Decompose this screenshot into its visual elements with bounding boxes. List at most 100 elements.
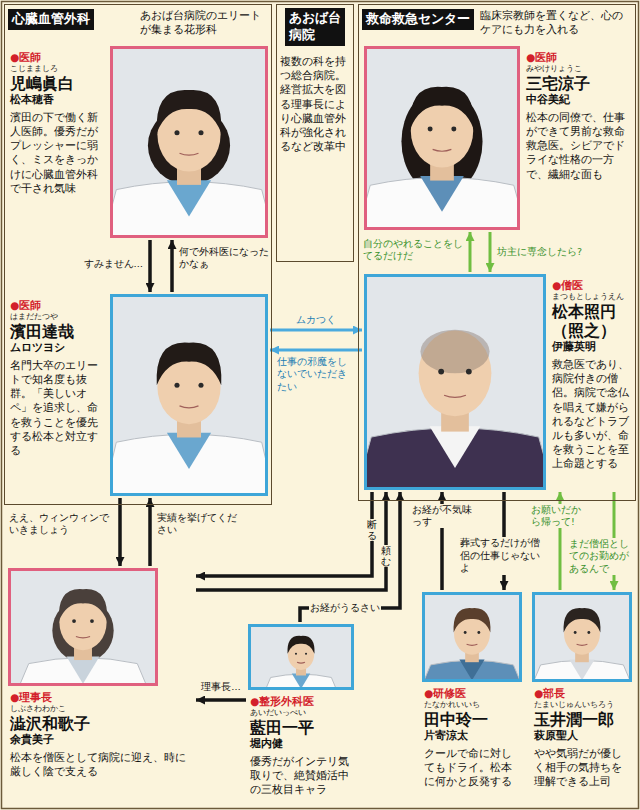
eye: [464, 631, 467, 634]
photo-frame: [424, 594, 521, 681]
character-name: 児嶋眞白: [10, 74, 106, 93]
relation-arrow: [196, 698, 246, 702]
text-column: ●医師こじまましろ児嶋眞白松本穂香濱田の下で働く新人医師。優秀だがプレッシャーに…: [10, 50, 106, 195]
relation-label: ムカつく: [295, 314, 337, 326]
text-column: 複数の科を持つ総合病院。経営拡大を図る理事長により心臓血管外科が強化されるなど改…: [280, 54, 350, 153]
collar: [66, 657, 99, 684]
portrait-photo: [364, 274, 546, 490]
character-card: ●整形外科医あいだいっぺい藍田一平堀内健優秀だがインテリ気取りで、絶賛婚活中の三…: [246, 622, 356, 806]
relation-arrow: [196, 492, 386, 590]
eye: [574, 631, 577, 634]
name-reading: たなかれいいち: [424, 700, 522, 710]
role-label: ●整形外科医: [250, 694, 354, 708]
name-reading: まつもとしょうえん: [552, 292, 632, 302]
text-column: ●部長たまいじゅんいちろう玉井潤一郎萩原聖人やや気弱だが優しく相手の気持ちを理解…: [534, 686, 632, 788]
description-text: 濱田の下で働く新人医師。優秀だがプレッシャーに弱く、ミスをきっかけに心臓血管外科…: [10, 110, 106, 195]
eye: [198, 383, 203, 388]
relation-label: 坊主に専念したら?: [496, 246, 583, 258]
eye: [174, 383, 179, 388]
mouth: [180, 406, 199, 408]
name-reading: はまだたつや: [10, 312, 106, 322]
character-name: 三宅涼子: [526, 74, 630, 93]
section-heading: 救命救急センター: [362, 9, 474, 30]
character-name: 澁沢和歌子: [10, 714, 192, 733]
text-column: ●整形外科医あいだいっぺい藍田一平堀内健優秀だがインテリ気取りで、絶賛婚活中の三…: [250, 694, 354, 796]
description-text: クールで命に対してもドライ。松本に何かと反発する: [424, 746, 522, 789]
coat: [533, 660, 630, 682]
mouth: [180, 153, 199, 155]
eye: [438, 369, 444, 375]
description-text: 臨床宗教師を置くなど、心のケアにも力を入れる: [480, 8, 632, 36]
role-label: ●理事長: [10, 690, 192, 704]
description-text: やや気弱だが優しく相手の気持ちを理解できる上司: [534, 746, 632, 789]
text-column: 心臓血管外科: [8, 8, 94, 30]
eye: [587, 631, 590, 634]
character-name: 松本照円 （照之）: [552, 302, 632, 340]
portrait-photo: [532, 592, 632, 682]
relation-label: 自分のやれることをしてるだけだ: [362, 238, 464, 263]
hair: [564, 608, 601, 632]
photo-frame: [366, 48, 519, 229]
relation-arrow: [300, 492, 400, 622]
role-label: ●医師: [10, 298, 106, 312]
character-card: ●医師みやけりょうこ三宅涼子中谷美紀松本の同僚で、仕事ができて男前な救命救急医。…: [362, 44, 634, 232]
section-heading: あおば台病院: [285, 8, 345, 46]
eye: [72, 619, 76, 623]
section-heading: 心臓血管外科: [8, 9, 94, 30]
shaved-head: [420, 330, 489, 374]
name-reading: あいだいっぺい: [250, 708, 354, 718]
relation-arrow: [148, 240, 152, 292]
department-panel: あおば台病院複数の科を持つ総合病院。経営拡大を図る理事長により心臓血管外科が強化…: [276, 4, 354, 262]
description-text: 救急医であり、病院付きの僧侶。病院で念仏を唱えて嫌がられるなどトラブルも多いが、…: [552, 357, 632, 470]
relation-arrow: [270, 349, 362, 352]
actor-name: 伊藤英明: [552, 340, 632, 355]
character-name: 藍田一平: [250, 718, 354, 737]
text-column: あおば台病院: [285, 8, 345, 46]
photo-frame: [10, 570, 157, 685]
portrait-photo: [110, 294, 268, 496]
role-label: ●研修医: [424, 686, 522, 700]
actor-name: 堀内健: [250, 737, 354, 752]
relation-arrow: [469, 232, 472, 272]
collar: [167, 180, 211, 216]
relation-label: お願いだから帰って!: [530, 504, 590, 529]
relation-arrow: [489, 232, 492, 272]
role-label: ●医師: [526, 50, 630, 64]
actor-name: 余貴美子: [10, 733, 192, 748]
relation-arrow: [270, 329, 362, 332]
role-label: ●僧医: [552, 278, 632, 292]
eye: [428, 127, 433, 132]
mouth: [433, 149, 452, 151]
character-card: ●医師はまだたつや濱田達哉ムロツヨシ名門大卒のエリートで知名度も抜群。「美しいオ…: [8, 292, 270, 498]
relation-label: 仕事の邪魔をしないでいただきたい: [276, 356, 356, 393]
collar: [430, 426, 481, 468]
collar: [167, 433, 211, 469]
description-text: あおば台病院のエリートが集まる花形科: [140, 8, 268, 36]
actor-name: 萩原聖人: [534, 729, 632, 744]
relation-label: 実績を挙げてください: [156, 512, 244, 537]
text-column: ●理事長しぶさわわかこ澁沢和歌子余貴美子松本を僧医として病院に迎え、時に厳しく陰…: [10, 690, 192, 778]
relation-label: 断る: [366, 519, 378, 541]
character-card: ●理事長しぶさわわかこ澁沢和歌子余貴美子松本を僧医として病院に迎え、時に厳しく陰…: [6, 566, 196, 806]
relation-label: ええ、ウィンウィンでいきましょう: [8, 512, 114, 537]
description-text: 松本を僧医として病院に迎え、時に厳しく陰で支える: [10, 750, 192, 778]
actor-name: 片寄涼太: [424, 729, 522, 744]
name-reading: たまいじゅんいちろう: [534, 700, 632, 710]
eye: [90, 619, 94, 623]
actor-name: 松本穂香: [10, 93, 106, 108]
name-reading: しぶさわわかこ: [10, 704, 192, 714]
name-reading: みやけりょうこ: [526, 64, 630, 74]
description-text: 優秀だがインテリ気取りで、絶賛婚活中の三枚目キャラ: [250, 754, 354, 797]
photo-background: [422, 592, 522, 682]
hair: [59, 589, 107, 621]
photo-background: [8, 568, 158, 686]
portrait-photo: [8, 568, 158, 686]
actor-name: 中谷美紀: [526, 93, 630, 108]
collar: [569, 660, 594, 681]
text-column: あおば台病院のエリートが集まる花形科: [140, 8, 268, 36]
relation-label: 理事長…: [200, 681, 242, 693]
relation-arrow: [148, 498, 152, 566]
character-card: ●僧医まつもとしょうえん松本照円 （照之）伊藤英明救急医であり、病院付きの僧侶。…: [362, 272, 634, 492]
text-column: 救命救急センター: [362, 8, 474, 30]
eye: [477, 631, 480, 634]
